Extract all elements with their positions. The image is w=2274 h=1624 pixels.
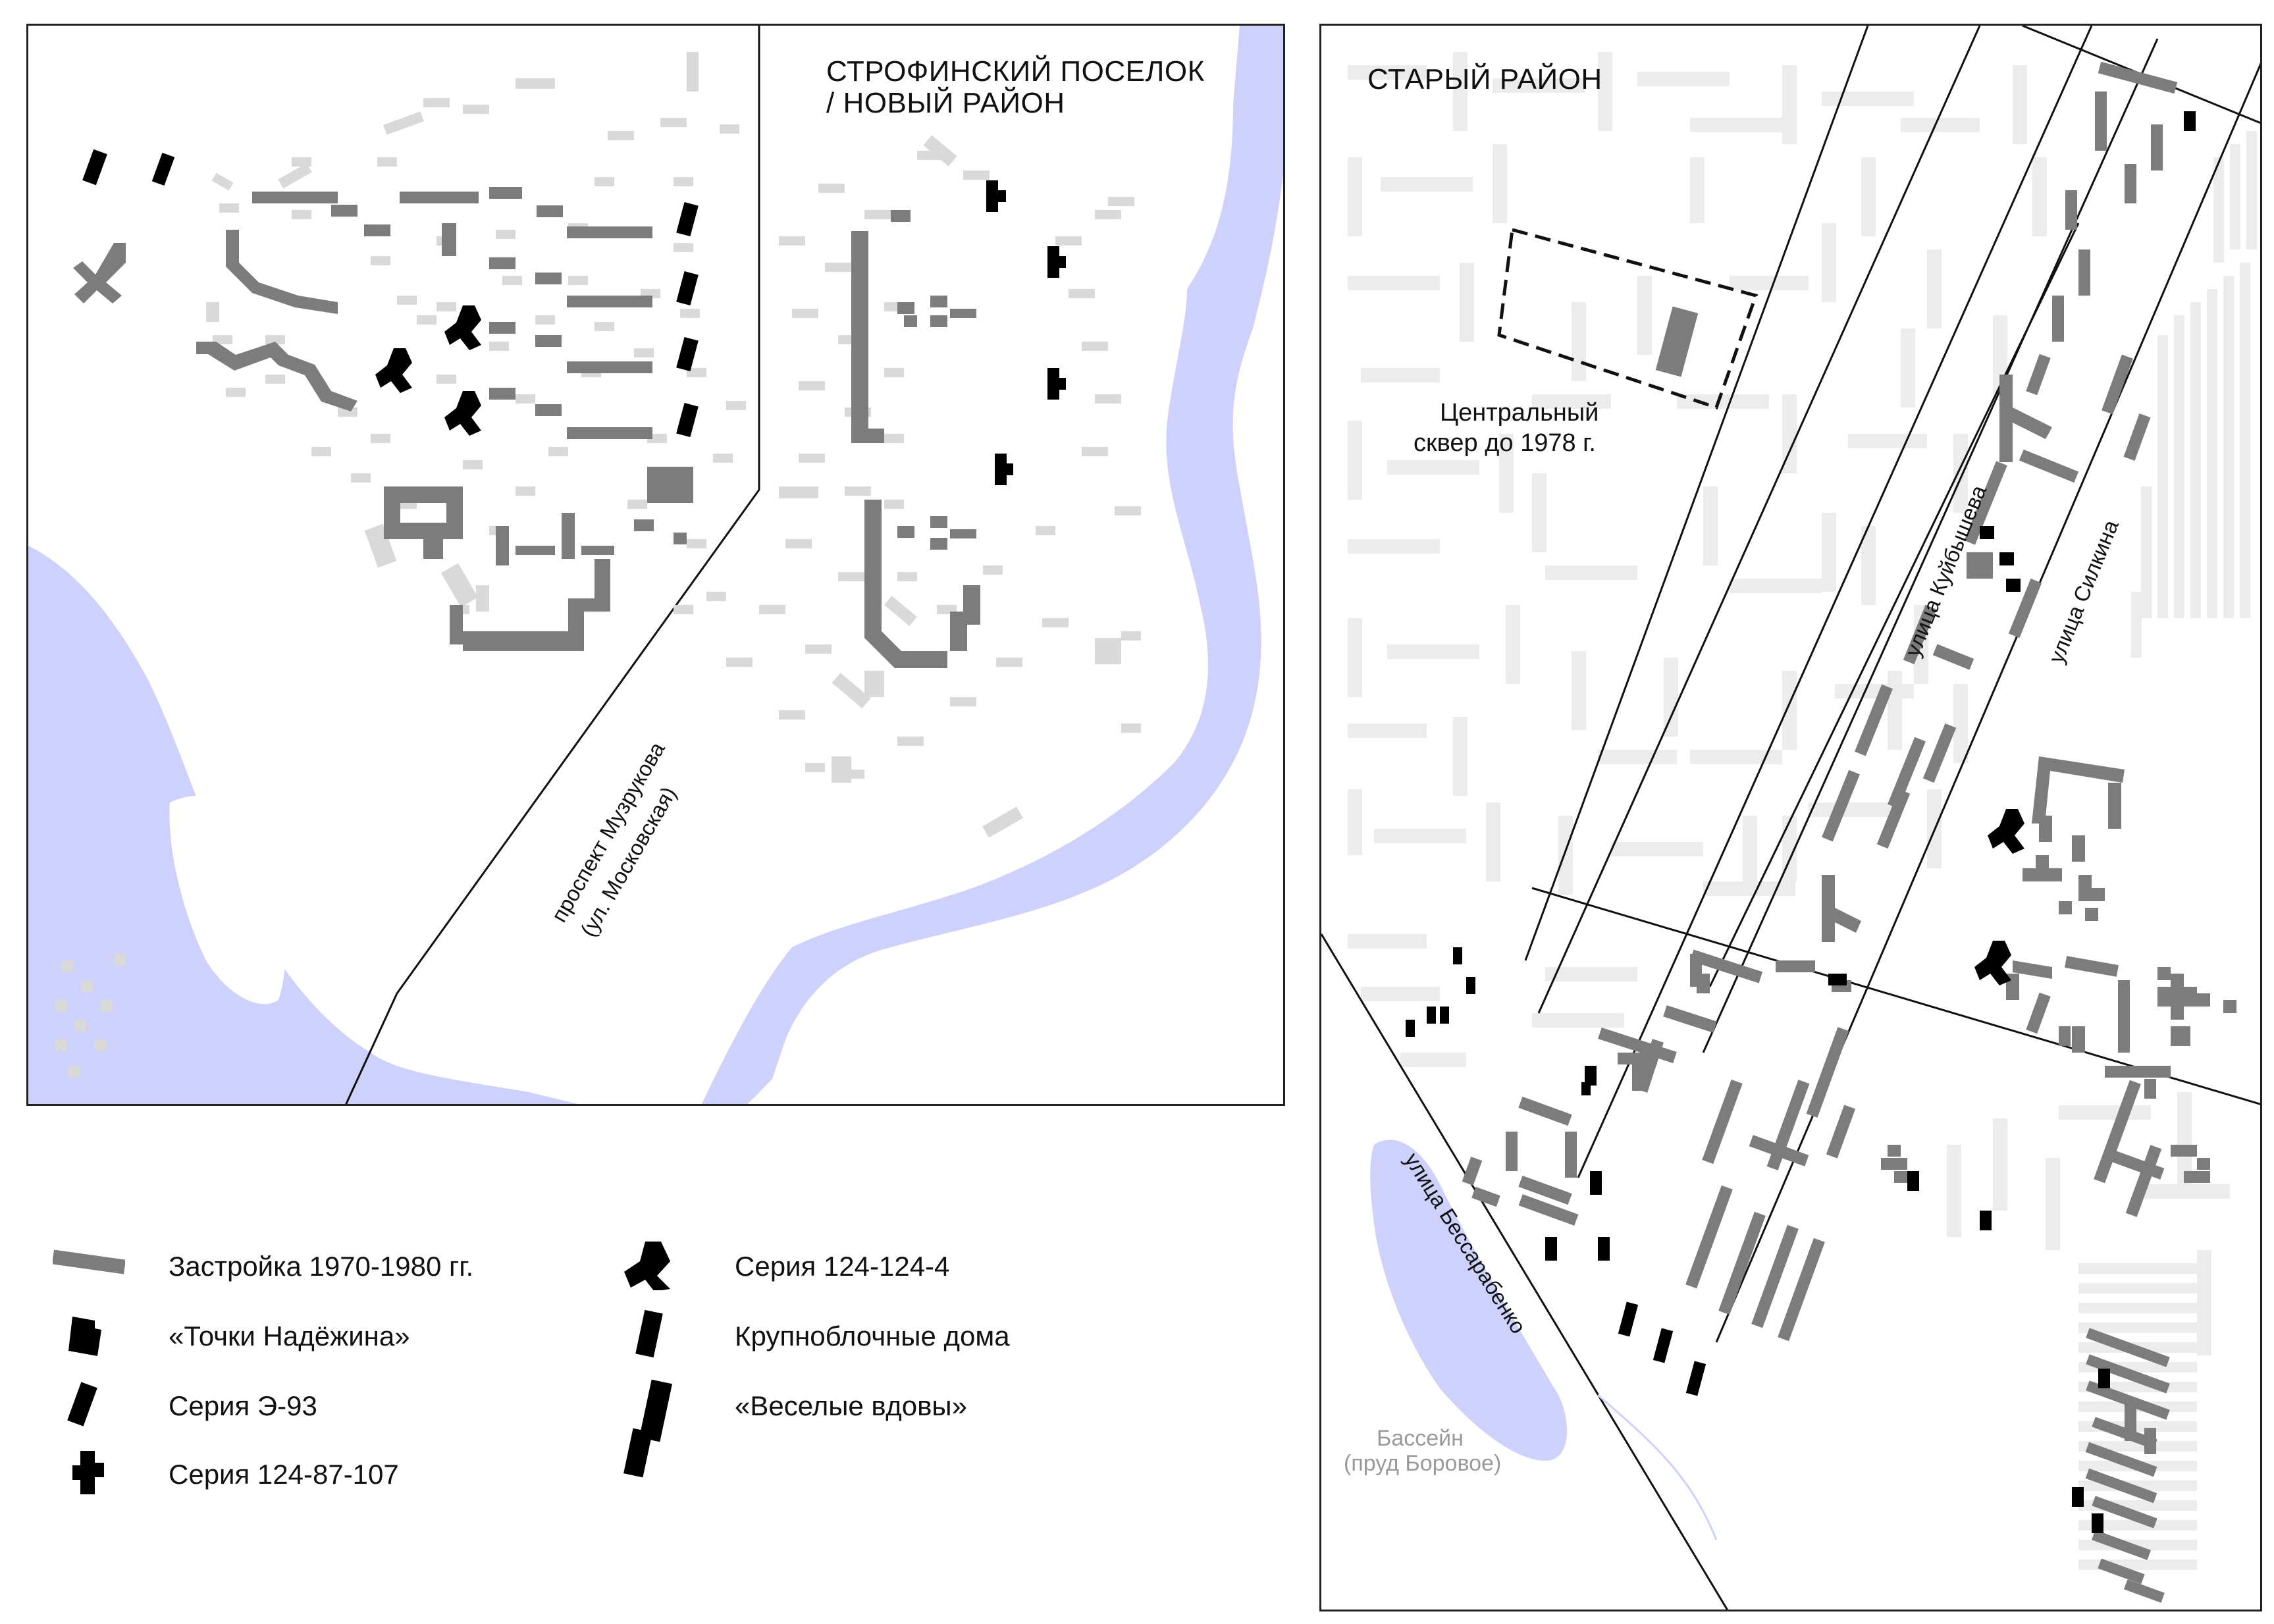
map-panel-new-district: СТРОФИНСКИЙ ПОСЕЛОК / НОВЫЙ РАЙОН проспе… [26, 24, 1285, 1106]
legend-label-124-124-4: Серия 124-124-4 [735, 1251, 950, 1282]
square-label-line2: сквер до 1978 г. [1414, 429, 1596, 457]
large-block-house-icon [635, 1309, 663, 1358]
legend-label-124-87-107: Серия 124-87-107 [169, 1459, 399, 1490]
map-panel-old-district: СТАРЫЙ РАЙОН Центральный сквер до 1978 г… [1319, 24, 2262, 1611]
pool-label-line2: (пруд Боровое) [1344, 1451, 1502, 1476]
stream-line [1597, 1394, 1718, 1540]
legend-label-nadezhin: «Точки Надёжина» [169, 1321, 410, 1351]
pond-water [1370, 1139, 1568, 1461]
old-district-map [1321, 26, 2260, 1610]
e93-series-icon [67, 1382, 97, 1427]
light-buildings-group [726, 135, 1141, 838]
river-branch [28, 723, 251, 1104]
old-square-outline [1497, 227, 1758, 410]
parallel-blocks [2078, 131, 2257, 1570]
new-district-title-line1: СТРОФИНСКИЙ ПОСЕЛОК [826, 55, 1205, 88]
legend-label-e93: Серия Э-93 [169, 1390, 317, 1421]
legend-label-merry-widows: «Веселые вдовы» [735, 1390, 967, 1421]
buildings-1970-1980 [73, 187, 980, 668]
island [169, 795, 286, 1005]
series-124-87-107-icon [72, 1451, 104, 1494]
square-label-line1: Центральный [1440, 399, 1599, 427]
series-124-124-4-icon [624, 1242, 670, 1290]
old-district-1970s-buildings [1462, 61, 2236, 1603]
old-buildings-group [1348, 52, 2230, 1355]
old-district-black-buildings [1406, 111, 2196, 1533]
legend-label-large-block: Крупноблочные дома [735, 1321, 1010, 1351]
avenue-line [345, 26, 760, 1104]
pool-label-line1: Бассейн [1377, 1426, 1464, 1451]
map-legend: Застройка 1970-1980 гг. «Точки Надёжина»… [53, 1238, 1172, 1540]
merry-widows-icon [623, 1379, 673, 1478]
road-main-diagonal [1537, 26, 1981, 1014]
new-district-map [28, 26, 1283, 1104]
nadezhin-point-icon [68, 1317, 101, 1356]
new-district-title-line2: / НОВЫЙ РАЙОН [826, 87, 1065, 119]
legend-label-1970-1980: Застройка 1970-1980 гг. [169, 1251, 474, 1282]
black-series-buildings [82, 149, 1066, 485]
gray-bar-icon [53, 1249, 125, 1274]
road-network [1321, 26, 2260, 1610]
old-district-title: СТАРЫЙ РАЙОН [1367, 63, 1602, 95]
